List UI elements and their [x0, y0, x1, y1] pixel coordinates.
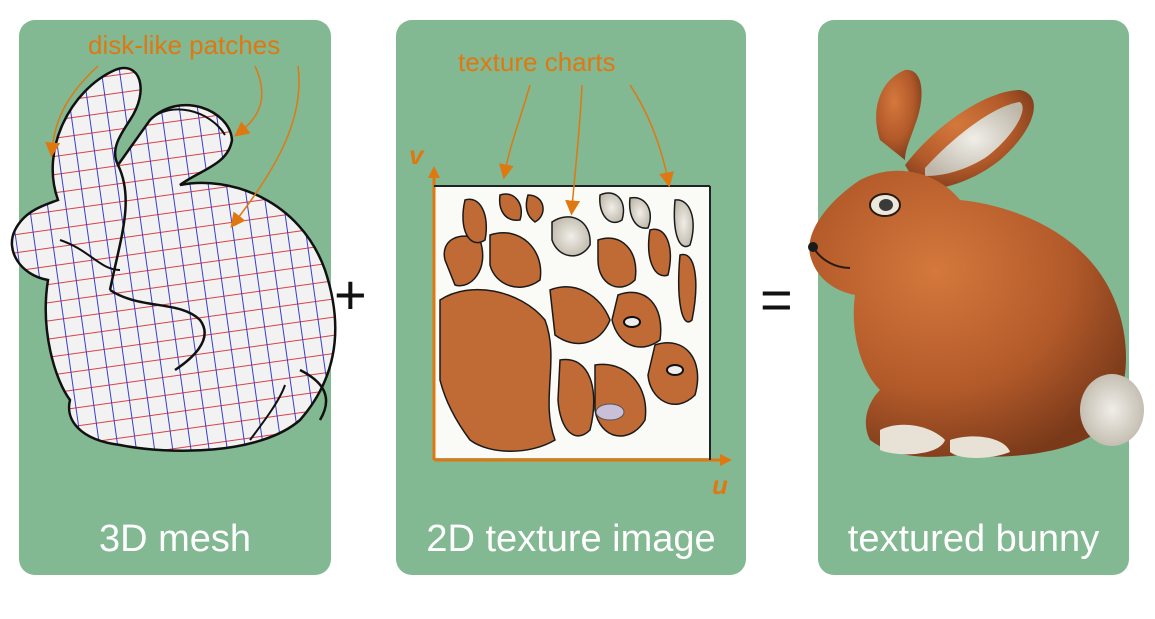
texture-chart [439, 288, 556, 452]
ear-chart [551, 216, 591, 257]
plus-operator: + [334, 263, 367, 326]
mesh-caption: 3D mesh [98, 518, 252, 560]
ear-chart [673, 199, 694, 248]
inner-ear [925, 102, 1023, 176]
patches-annotation: disk-like patches [88, 30, 281, 60]
texture-chart [597, 237, 637, 288]
texture-caption: 2D texture image [426, 518, 716, 560]
texture-chart [462, 198, 487, 244]
patch-seam [109, 288, 206, 372]
far-ear [876, 69, 922, 160]
equals-operator: = [760, 268, 793, 331]
texture-chart [498, 193, 522, 221]
result-caption: textured bunny [847, 518, 1100, 560]
texture-chart [557, 358, 595, 437]
mesh-body [10, 66, 337, 452]
patch-seam [149, 108, 226, 136]
textured-bunny [808, 69, 1144, 458]
texture-chart [549, 286, 611, 345]
texture-chart [678, 253, 697, 323]
patch-seam [108, 164, 127, 291]
arrow-line [234, 65, 263, 137]
bunny-tail [1080, 374, 1144, 446]
u-axis-label: u [712, 470, 728, 500]
patch-seam [299, 368, 328, 421]
u-axis-arrowhead [720, 454, 732, 466]
arrow-line [498, 84, 531, 180]
uv-axes [428, 166, 732, 466]
bunny-pupil [879, 199, 893, 211]
patch-arrows [45, 65, 300, 228]
mesh-bunny [10, 66, 337, 452]
texture-chart [489, 232, 542, 288]
ear-chart [628, 196, 651, 229]
tail-chart [595, 403, 625, 421]
eye-chart [623, 316, 641, 328]
texture-image [434, 186, 710, 458]
bunny-nose [808, 242, 818, 252]
eye-chart [666, 364, 684, 376]
patch-seam [59, 239, 121, 271]
texture-chart [525, 194, 544, 223]
patch-seam [249, 384, 286, 441]
chart-arrows [498, 84, 674, 216]
v-axis-label: v [409, 140, 424, 170]
arrow-line [45, 65, 99, 158]
bunny-paw [880, 424, 945, 455]
texture-chart [648, 228, 672, 277]
arrow-line [565, 84, 583, 216]
arrow-line [629, 84, 674, 188]
arrow-line [230, 65, 300, 228]
bunny-paw [950, 436, 1010, 458]
charts-annotation: texture charts [458, 47, 616, 77]
bunny-body [809, 170, 1127, 457]
v-axis-arrowhead [428, 166, 440, 178]
ear-chart [599, 192, 625, 224]
bunny-mouth [814, 249, 851, 269]
